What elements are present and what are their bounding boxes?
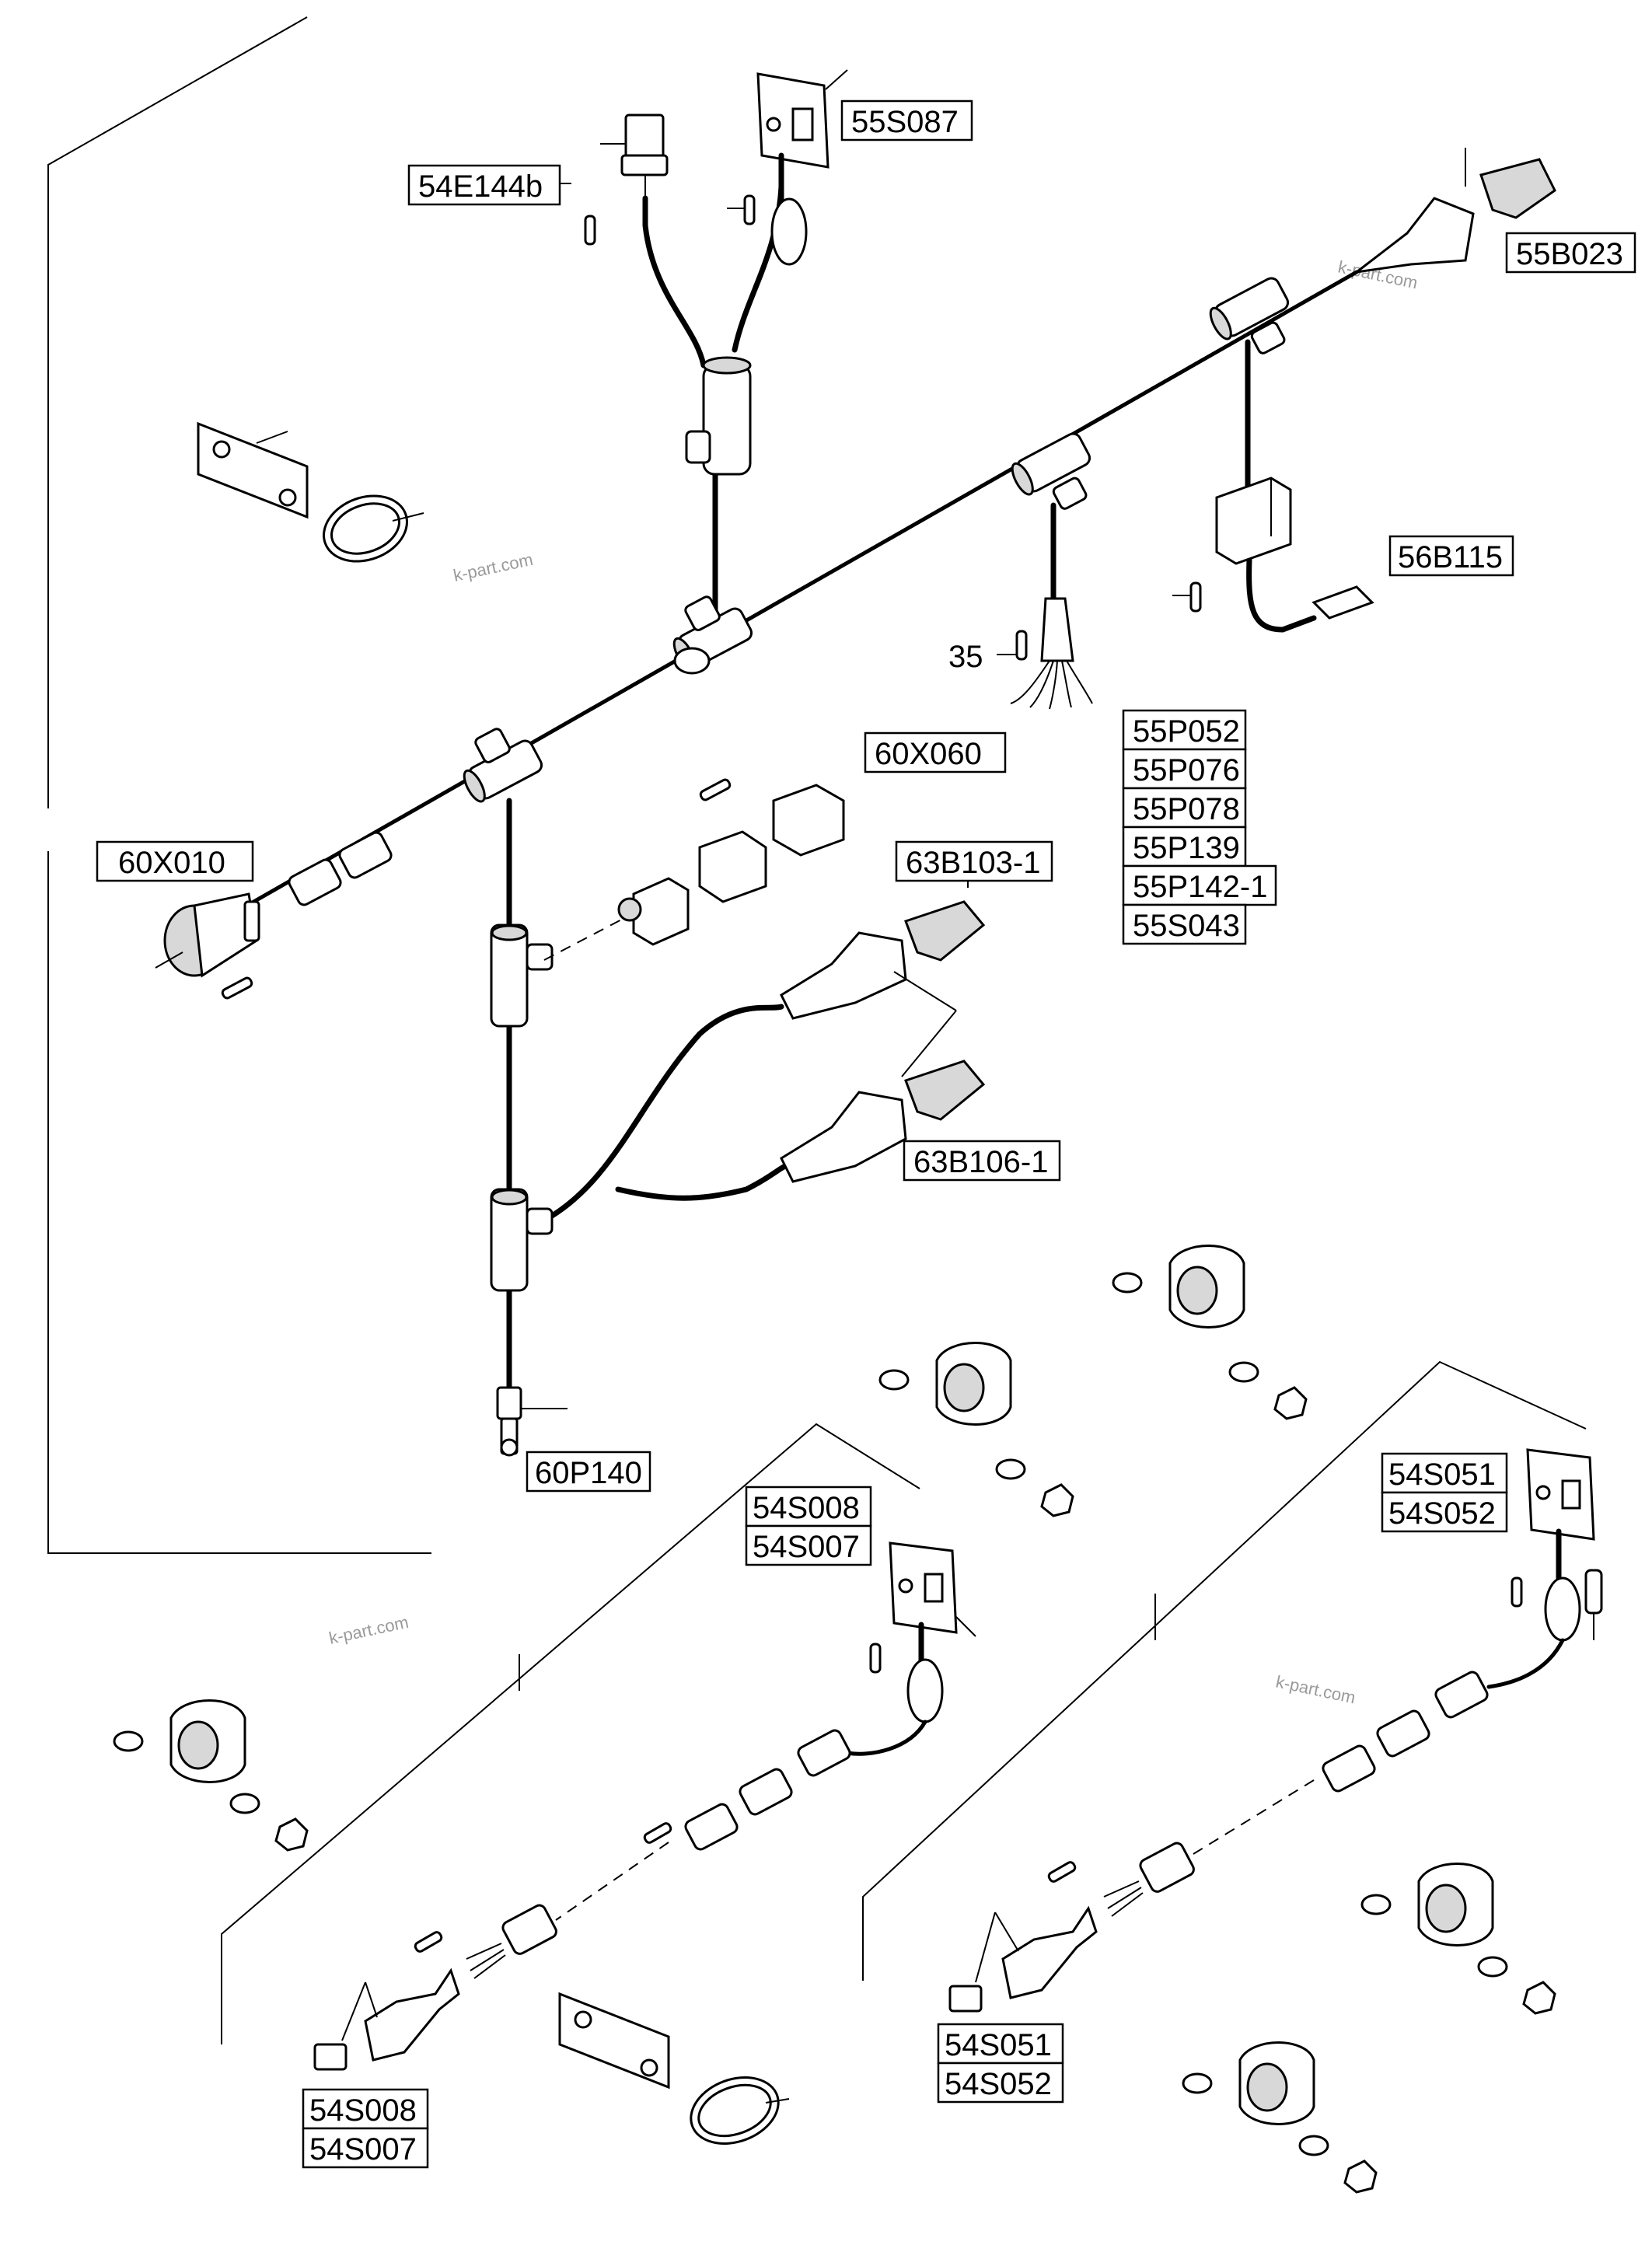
svg-text:63B103-1: 63B103-1 bbox=[906, 846, 1040, 880]
plate-and-tie-bottom bbox=[558, 1992, 790, 2146]
grommet-set bbox=[1360, 1863, 1556, 2015]
t-junctions bbox=[463, 277, 1290, 1292]
label-60X060: 60X060 bbox=[864, 731, 1007, 773]
svg-text:55P052: 55P052 bbox=[1133, 714, 1240, 749]
svg-text:55S087: 55S087 bbox=[851, 105, 959, 139]
svg-text:55P078: 55P078 bbox=[1133, 792, 1240, 826]
connector-60X010 bbox=[155, 831, 393, 1000]
label-stack-55P: 55P052 55P076 55P078 55P139 55P142-1 55S… bbox=[1122, 709, 1277, 945]
t-junction bbox=[685, 356, 752, 476]
switch-assembly-54S008 bbox=[313, 1541, 976, 2071]
svg-text:55P076: 55P076 bbox=[1133, 753, 1240, 787]
label-55S087: 55S087 bbox=[840, 100, 973, 141]
grommet-set bbox=[1182, 2041, 1378, 2194]
svg-text:54S007: 54S007 bbox=[309, 2132, 417, 2166]
sensor-63B106-1 bbox=[780, 1010, 986, 1183]
connector-54E144b bbox=[584, 113, 669, 246]
t-junction bbox=[1011, 432, 1091, 510]
sensor-63B103-1 bbox=[780, 900, 986, 1020]
frame-lines bbox=[47, 16, 1587, 2044]
label-60X010: 60X010 bbox=[96, 840, 254, 882]
svg-text:56B115: 56B115 bbox=[1398, 540, 1503, 574]
terminal-60P140 bbox=[496, 1386, 568, 1457]
label-63B103-1: 63B103-1 bbox=[895, 840, 1053, 882]
label-stack-54S051-upper: 54S051 54S052 bbox=[1381, 1452, 1508, 1533]
label-54E144b: 54E144b bbox=[407, 164, 561, 206]
label-stack-54S051-lower: 54S051 54S052 bbox=[937, 2023, 1064, 2104]
label-stack-54S008-lower: 54S008 54S007 bbox=[302, 2088, 429, 2169]
svg-text:54S052: 54S052 bbox=[1388, 1496, 1496, 1531]
grommet-set bbox=[1112, 1245, 1308, 1420]
grommet-set bbox=[113, 1699, 309, 1852]
switch-assembly-54S051 bbox=[948, 1448, 1603, 2013]
label-35: 35 bbox=[948, 640, 983, 674]
svg-text:54S051: 54S051 bbox=[1388, 1458, 1496, 1492]
part-labels: 55S087 54E144b 55B023 56B115 35 55P052 5… bbox=[96, 100, 1636, 2169]
plate-and-tie-top bbox=[197, 421, 424, 563]
connector-55B023 bbox=[1352, 148, 1556, 274]
t-junction bbox=[490, 924, 554, 1028]
wire-tails-35 bbox=[997, 597, 1093, 710]
watermark: k-part.com bbox=[327, 1612, 410, 1648]
label-55B023: 55B023 bbox=[1505, 232, 1636, 274]
label-60P140: 60P140 bbox=[526, 1451, 651, 1493]
svg-text:54S052: 54S052 bbox=[945, 2067, 1052, 2101]
svg-text:55S043: 55S043 bbox=[1133, 909, 1240, 943]
switch-55S087 bbox=[727, 69, 848, 266]
svg-text:54S008: 54S008 bbox=[753, 1491, 860, 1525]
svg-text:54S051: 54S051 bbox=[945, 2028, 1052, 2062]
label-stack-54S008-upper: 54S008 54S007 bbox=[745, 1486, 872, 1566]
svg-text:60X060: 60X060 bbox=[875, 737, 982, 771]
svg-text:55P142-1: 55P142-1 bbox=[1133, 870, 1267, 904]
label-63B106-1: 63B106-1 bbox=[903, 1140, 1061, 1182]
watermark: k-part.com bbox=[1274, 1671, 1357, 1707]
svg-text:63B106-1: 63B106-1 bbox=[913, 1145, 1048, 1179]
svg-text:54S007: 54S007 bbox=[753, 1530, 860, 1564]
module-56B115 bbox=[1172, 477, 1374, 620]
t-junction bbox=[490, 1188, 554, 1292]
svg-text:54E144b: 54E144b bbox=[418, 169, 543, 204]
svg-text:35: 35 bbox=[948, 640, 983, 674]
svg-text:54S008: 54S008 bbox=[309, 2093, 417, 2128]
connector-60X060 bbox=[543, 778, 845, 961]
svg-text:60X010: 60X010 bbox=[118, 846, 225, 880]
t-junction bbox=[463, 728, 543, 803]
svg-text:60P140: 60P140 bbox=[535, 1456, 642, 1490]
svg-text:55P139: 55P139 bbox=[1133, 831, 1240, 865]
grommet-set bbox=[878, 1342, 1074, 1517]
grommets bbox=[113, 1245, 1556, 2194]
watermark: k-part.com bbox=[452, 550, 535, 585]
svg-text:55B023: 55B023 bbox=[1516, 237, 1623, 271]
t-junction bbox=[1209, 277, 1290, 354]
label-56B115: 56B115 bbox=[1388, 535, 1514, 577]
